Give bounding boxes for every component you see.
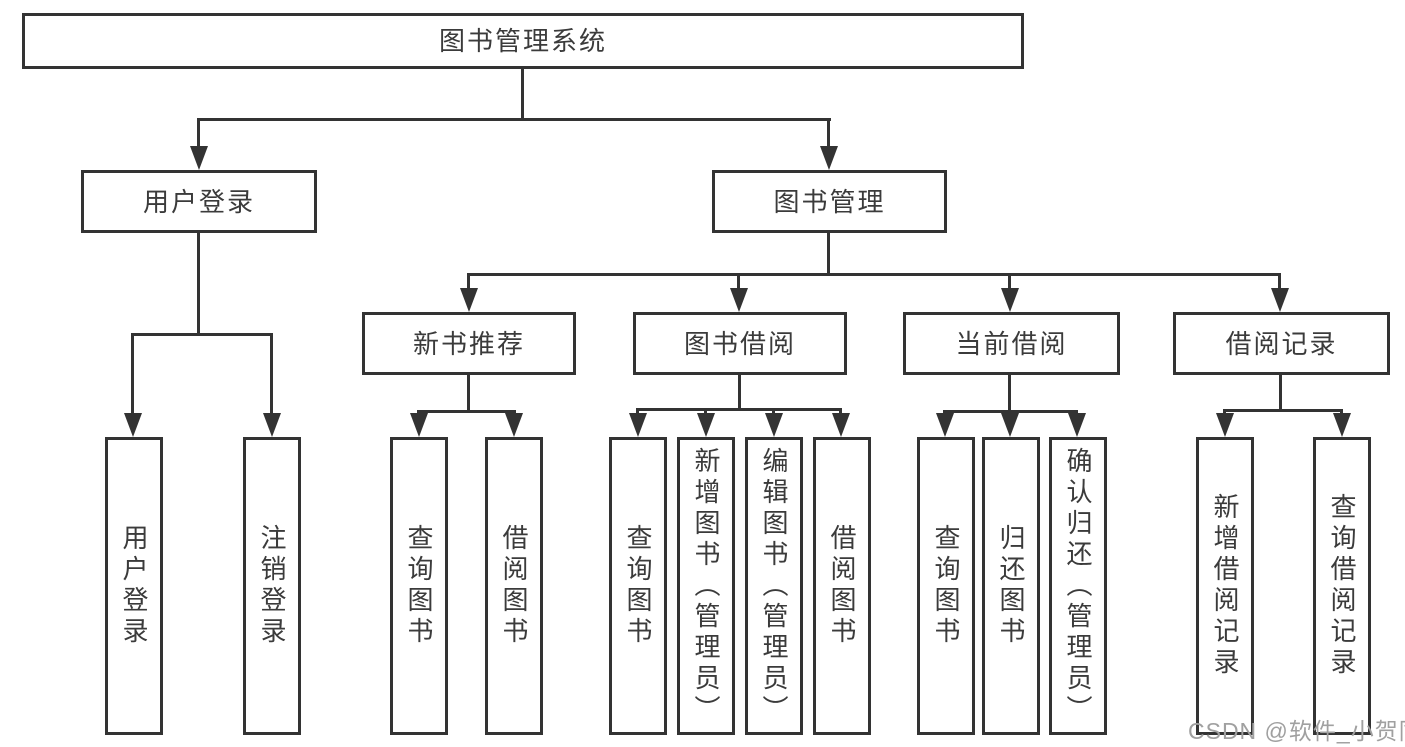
node-book-borrowing: 图书借阅 <box>633 312 847 375</box>
arrow-down-icon <box>263 413 281 437</box>
connector-drop <box>131 333 134 415</box>
connector-branch <box>943 410 1078 413</box>
arrow-down-icon <box>1068 413 1086 437</box>
connector-stem <box>521 69 524 118</box>
leaf-query-borrow-record: 查询借阅记录 <box>1313 437 1371 735</box>
node-book-management: 图书管理 <box>712 170 947 233</box>
node-current-borrowing: 当前借阅 <box>903 312 1120 375</box>
connector-drop <box>636 408 639 416</box>
connector-branch <box>197 118 831 121</box>
connector-drop <box>772 408 775 416</box>
connector-drop <box>704 408 707 416</box>
connector-branch <box>1223 409 1343 412</box>
leaf-borrow-books-recommend: 借阅图书 <box>485 437 543 735</box>
arrow-down-icon <box>1333 413 1351 437</box>
connector-drop <box>1008 273 1011 290</box>
leaf-query-books-current: 查询图书 <box>917 437 975 735</box>
connector-stem <box>197 233 200 333</box>
watermark: CSDN @软件_小贺同学 <box>1188 718 1405 744</box>
arrow-down-icon <box>1001 288 1019 312</box>
arrow-down-icon <box>1001 413 1019 437</box>
connector-branch <box>467 273 1281 276</box>
node-borrowing-records: 借阅记录 <box>1173 312 1390 375</box>
arrow-down-icon <box>460 288 478 312</box>
arrow-down-icon <box>697 413 715 437</box>
leaf-query-books-recommend: 查询图书 <box>390 437 448 735</box>
arrow-down-icon <box>820 146 838 170</box>
connector-branch <box>131 333 273 336</box>
arrow-down-icon <box>190 146 208 170</box>
arrow-down-icon <box>410 413 428 437</box>
connector-stem <box>467 375 470 410</box>
leaf-logout: 注销登录 <box>243 437 301 735</box>
connector-stem <box>738 375 741 408</box>
node-library-management-system: 图书管理系统 <box>22 13 1024 69</box>
node-new-book-recommendation: 新书推荐 <box>362 312 576 375</box>
arrow-down-icon <box>505 413 523 437</box>
connector-branch <box>636 408 841 411</box>
arrow-down-icon <box>936 413 954 437</box>
connector-stem <box>827 233 830 273</box>
arrow-down-icon <box>832 413 850 437</box>
connector-branch <box>417 410 516 413</box>
arrow-down-icon <box>1271 288 1289 312</box>
arrow-down-icon <box>124 413 142 437</box>
leaf-confirm-return-admin: 确认归还（管理员） <box>1049 437 1107 735</box>
leaf-query-books-borrow: 查询图书 <box>609 437 667 735</box>
connector-stem <box>1008 375 1011 410</box>
arrow-down-icon <box>629 413 647 437</box>
connector-stem <box>1279 375 1282 409</box>
arrow-down-icon <box>1216 413 1234 437</box>
leaf-add-borrow-record: 新增借阅记录 <box>1196 437 1254 735</box>
leaf-return-books: 归还图书 <box>982 437 1040 735</box>
connector-drop <box>270 333 273 415</box>
connector-drop <box>197 118 200 150</box>
leaf-edit-books-admin: 编辑图书（管理员） <box>745 437 803 735</box>
arrow-down-icon <box>730 288 748 312</box>
connector-drop <box>1223 409 1226 416</box>
arrow-down-icon <box>765 413 783 437</box>
leaf-borrow-books: 借阅图书 <box>813 437 871 735</box>
connector-drop <box>1340 409 1343 416</box>
connector-drop <box>827 118 830 150</box>
connector-drop <box>737 273 740 290</box>
node-user-login: 用户登录 <box>81 170 317 233</box>
connector-drop <box>1278 273 1281 290</box>
connector-drop <box>467 273 470 290</box>
leaf-add-books-admin: 新增图书（管理员） <box>677 437 735 735</box>
leaf-user-login: 用户登录 <box>105 437 163 735</box>
connector-drop <box>839 408 842 416</box>
